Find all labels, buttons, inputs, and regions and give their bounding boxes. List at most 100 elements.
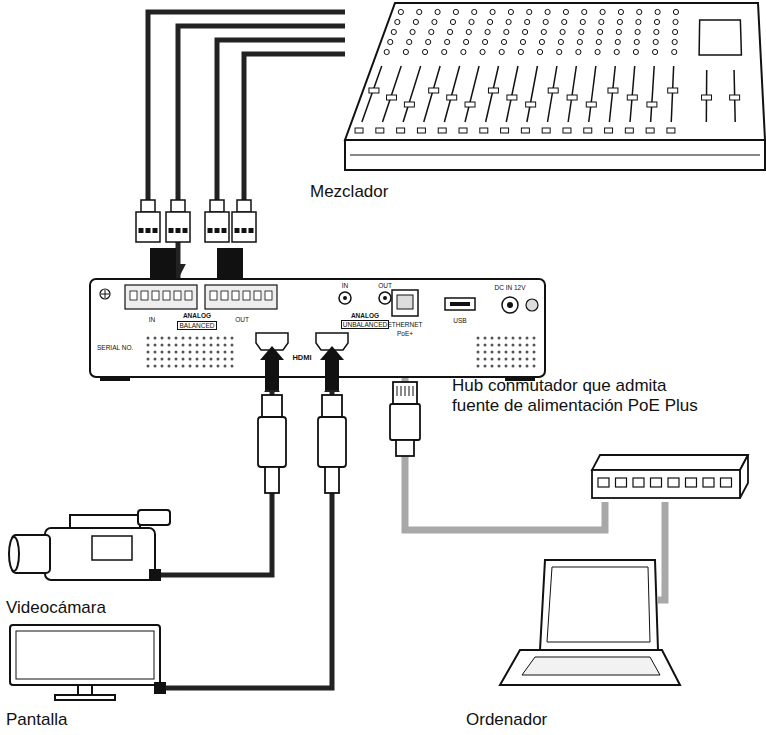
- mixer-controls: [485, 29, 490, 34]
- vent-holes: [210, 291, 217, 300]
- mixer-controls: [652, 49, 657, 54]
- mixer-controls: [653, 39, 658, 44]
- vent-holes: [130, 291, 137, 300]
- device-caption: Ordenador: [466, 710, 547, 730]
- mixer-controls: [558, 39, 563, 44]
- vent-holes: [203, 337, 206, 340]
- vent-holes: [265, 291, 272, 300]
- vent-holes: [477, 344, 480, 347]
- mixer-controls: [543, 19, 548, 24]
- vent-holes: [526, 344, 529, 347]
- vent-holes: [168, 365, 171, 368]
- laptop-computer: [658, 548, 665, 600]
- vent-holes: [168, 358, 171, 361]
- vent-holes: [182, 337, 185, 340]
- mixer: [345, 140, 765, 170]
- terminal-plug: [169, 228, 174, 233]
- vent-holes: [505, 337, 508, 340]
- vent-holes: [498, 358, 501, 361]
- device-panel: [125, 285, 197, 309]
- device-panel: [507, 302, 513, 308]
- mixer-controls: [614, 49, 619, 54]
- device-caption: Hub conmutador que admita fuente de alim…: [452, 376, 714, 415]
- vent-holes: [505, 365, 508, 368]
- mixer-controls: [567, 95, 577, 100]
- terminal-plug: [232, 212, 256, 242]
- display-monitor: [16, 631, 154, 679]
- vent-holes: [210, 358, 213, 361]
- mixer-controls: [429, 88, 439, 93]
- terminal-plug: [183, 228, 188, 233]
- vent-holes: [154, 358, 157, 361]
- mixer-node: Mezclador: [305, 0, 766, 212]
- mixer-controls: [654, 29, 659, 34]
- mixer-controls: [518, 49, 523, 54]
- vent-holes: [231, 358, 234, 361]
- vent-holes: [175, 358, 178, 361]
- mixer-controls: [655, 9, 660, 14]
- mixer-controls: [577, 39, 582, 44]
- hub-port: [598, 478, 732, 487]
- mixer-controls: [595, 49, 600, 54]
- device-panel: [100, 289, 110, 299]
- mixer-controls: [435, 9, 440, 14]
- vent-holes: [533, 337, 536, 340]
- port-label: ETHERNET: [387, 321, 422, 328]
- mixer-controls: [548, 88, 558, 93]
- device-panel: [379, 292, 391, 304]
- mixer-controls: [499, 49, 504, 54]
- device-panel: [339, 292, 351, 304]
- terminal-plug: [210, 200, 224, 212]
- vent-holes: [147, 351, 150, 354]
- port-label: ANALOG: [351, 312, 379, 319]
- port-label: PoE+: [397, 330, 413, 337]
- vent-holes: [175, 351, 178, 354]
- vent-holes: [161, 337, 164, 340]
- mixer-controls: [472, 9, 477, 14]
- mixer-controls: [730, 95, 740, 100]
- vent-holes: [491, 365, 494, 368]
- vent-holes: [217, 344, 220, 347]
- mixer-controls: [647, 102, 657, 107]
- camera-node: Videocámara: [5, 505, 190, 622]
- rj45-plug: [390, 404, 420, 440]
- vent-holes: [182, 351, 185, 354]
- display-monitor: [10, 625, 180, 700]
- audio-cable: [305, 24, 345, 29]
- vent-holes: [217, 351, 220, 354]
- mixer-controls: [586, 102, 596, 107]
- vent-holes: [182, 365, 185, 368]
- mixer-controls: [646, 128, 654, 133]
- display-monitor: [155, 683, 165, 693]
- rj45-plug: [397, 386, 413, 396]
- mixer-controls: [579, 29, 584, 34]
- vent-holes: [231, 351, 234, 354]
- vent-holes: [168, 351, 171, 354]
- mixer-controls: [422, 49, 427, 54]
- mixer-controls: [362, 66, 382, 122]
- hub-node: Hub conmutador que admita fuente de alim…: [448, 372, 766, 502]
- mixer-controls: [522, 29, 527, 34]
- terminal-plug: [249, 228, 254, 233]
- hdmi-plug: [265, 467, 279, 493]
- mixer-controls: [672, 49, 677, 54]
- mixer-controls: [444, 66, 459, 122]
- vent-holes: [175, 365, 178, 368]
- video-camera: [150, 570, 160, 580]
- vent-holes: [519, 351, 522, 354]
- terminal-plug: [171, 200, 185, 212]
- video-camera: [9, 537, 19, 571]
- mixer-controls: [410, 29, 415, 34]
- vent-holes: [189, 344, 192, 347]
- device-panel: [343, 296, 347, 300]
- vent-holes: [512, 358, 515, 361]
- mixer-controls: [463, 39, 468, 44]
- hub-port: [703, 478, 714, 487]
- vent-holes: [147, 337, 150, 340]
- vent-holes: [189, 351, 192, 354]
- vent-holes: [210, 365, 213, 368]
- mixer-controls: [355, 128, 363, 133]
- display-node: Pantalla: [5, 622, 180, 735]
- mixer-controls: [635, 29, 640, 34]
- vent-holes: [526, 337, 529, 340]
